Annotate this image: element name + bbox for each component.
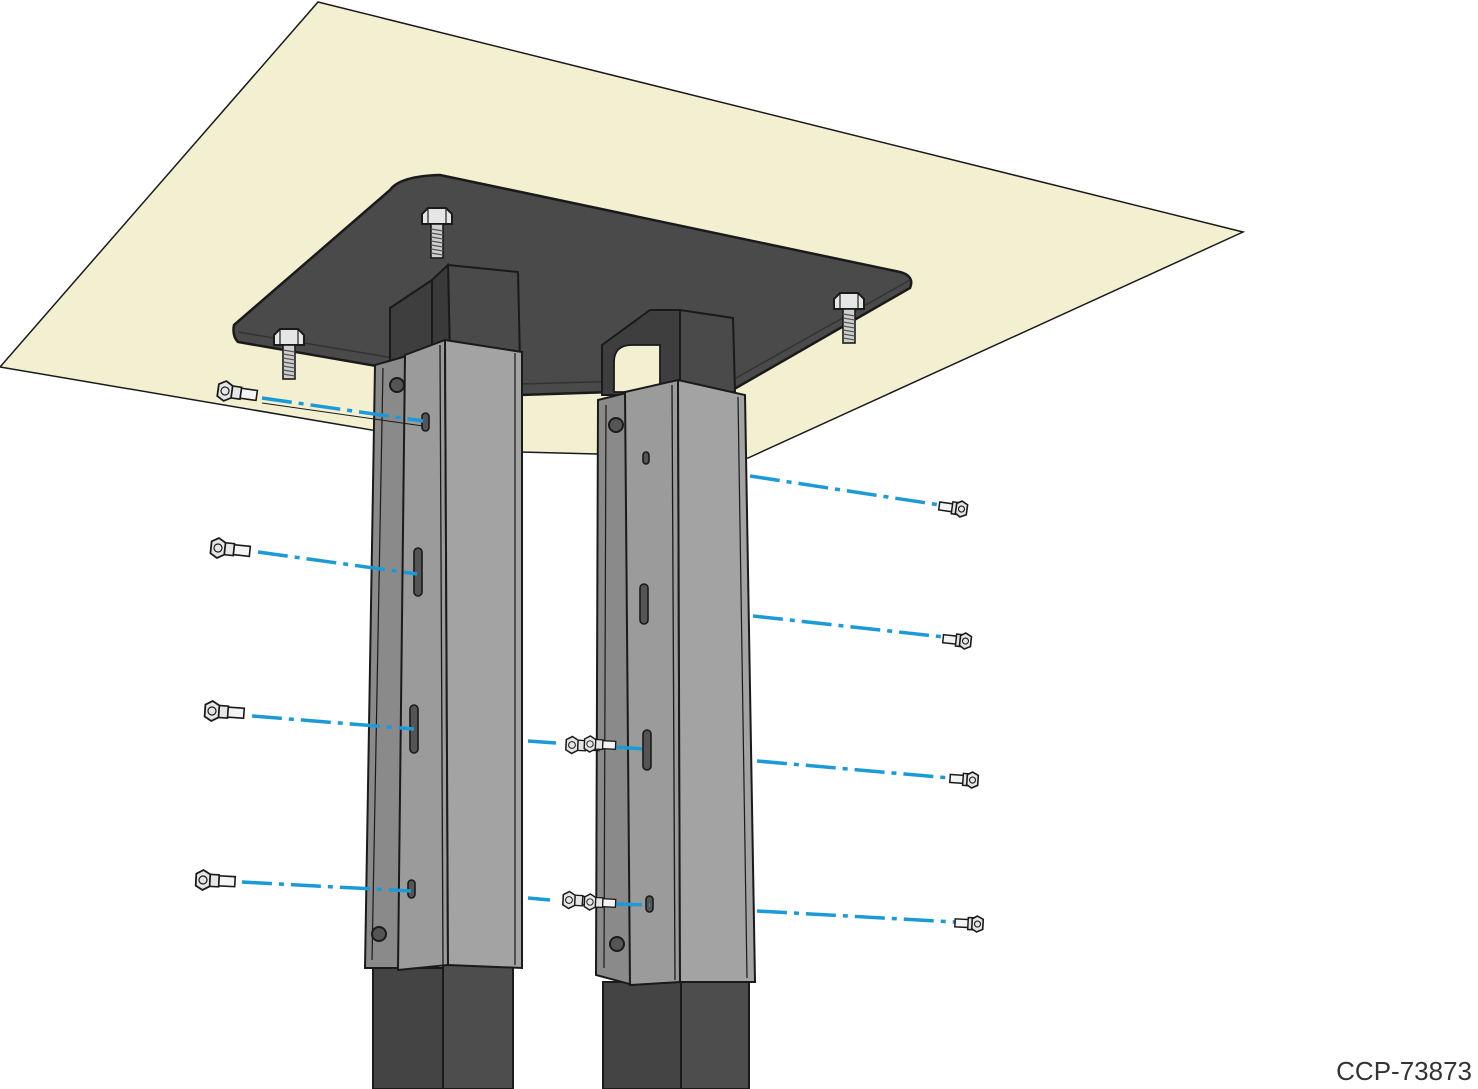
assembly-lines — [241, 396, 956, 924]
screw-icon — [953, 914, 985, 934]
assembly-line-shadow — [261, 402, 424, 427]
screw-icon — [941, 629, 973, 651]
screw-icon — [194, 868, 237, 893]
screw-icon — [937, 497, 969, 519]
right-column — [594, 308, 757, 1089]
screw-icon — [209, 536, 252, 563]
figure-id-label: CCP-73873 — [1336, 1056, 1472, 1086]
left-column — [363, 262, 523, 1089]
screw-icon — [948, 769, 980, 790]
screw-icon — [203, 699, 246, 725]
